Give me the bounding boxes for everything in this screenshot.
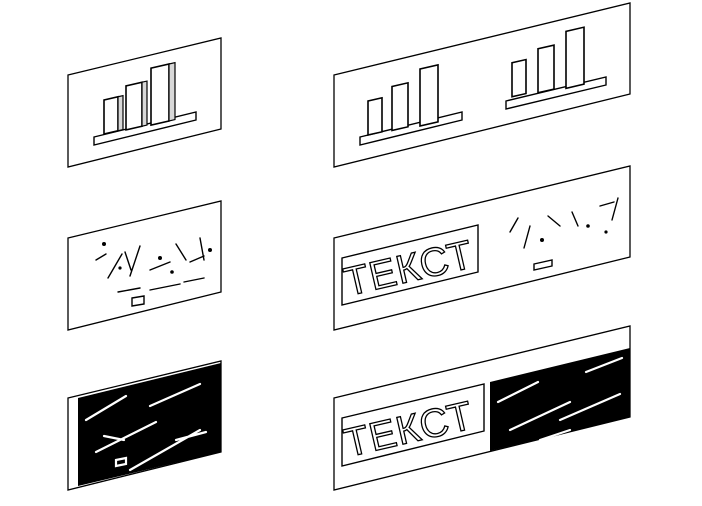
- bar-chart-graphic-left: [359, 63, 463, 146]
- photo-graphic-small: [490, 348, 630, 451]
- panel-text-sketch: ТЕКСТ: [333, 165, 631, 331]
- panel-chart-double: [333, 2, 631, 168]
- sketch-graphic: [95, 237, 212, 307]
- bar-chart-graphic: [93, 61, 197, 146]
- photo-graphic: [78, 363, 221, 486]
- panel-photo: [67, 360, 222, 491]
- bar-chart-graphic-right: [505, 26, 607, 110]
- panel-chart-single: [67, 37, 222, 168]
- panel-text-photo: ТЕКСТ: [333, 325, 631, 491]
- panel-sketch: [67, 200, 222, 331]
- sketch-graphic-small: [509, 197, 619, 271]
